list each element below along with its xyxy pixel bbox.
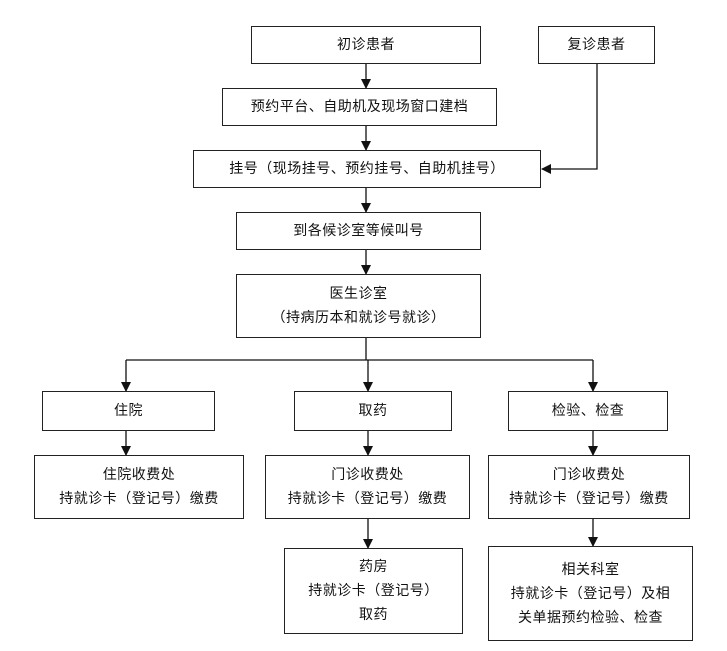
pharmacy-note-1: 持就诊卡（登记号） <box>308 583 439 599</box>
registration-profile-box: 预约平台、自助机及现场窗口建档 <box>222 88 497 126</box>
inpatient-label: 住院 <box>114 403 143 419</box>
department-note-1: 持就诊卡（登记号）及相 <box>510 585 671 602</box>
doctor-room-box: 医生诊室 （持病历本和就诊号就诊） <box>236 274 481 338</box>
department-box: 相关科室 持就诊卡（登记号）及相 关单据预约检验、检查 <box>488 546 693 641</box>
pharmacy-note-2: 取药 <box>359 607 388 623</box>
medicine-payment-title: 门诊收费处 <box>331 467 404 483</box>
exam-payment-title: 门诊收费处 <box>552 467 626 483</box>
inpatient-box: 住院 <box>42 391 215 431</box>
medicine-label: 取药 <box>358 403 388 419</box>
wait-call-box: 到各候诊室等候叫号 <box>236 212 481 250</box>
pharmacy-box: 药房 持就诊卡（登记号） 取药 <box>284 548 463 634</box>
inpatient-payment-title: 住院收费处 <box>102 467 176 483</box>
arrow-return-to-register <box>541 64 598 174</box>
inpatient-payment-box: 住院收费处 持就诊卡（登记号）缴费 <box>34 455 244 519</box>
medicine-box: 取药 <box>294 391 452 431</box>
medicine-payment-box: 门诊收费处 持就诊卡（登记号）缴费 <box>265 455 470 519</box>
return-visit-label: 复诊患者 <box>567 37 626 53</box>
exam-label: 检验、检查 <box>551 403 625 419</box>
register-box: 挂号（现场挂号、预约挂号、自助机挂号） <box>193 150 541 188</box>
return-visit-box: 复诊患者 <box>538 26 655 64</box>
department-title: 相关科室 <box>561 561 620 578</box>
medicine-payment-note: 持就诊卡（登记号）缴费 <box>287 491 448 507</box>
first-visit-box: 初诊患者 <box>251 26 481 64</box>
exam-payment-box: 门诊收费处 持就诊卡（登记号）缴费 <box>488 455 690 519</box>
inpatient-payment-note: 持就诊卡（登记号）缴费 <box>59 491 219 507</box>
doctor-room-title: 医生诊室 <box>329 286 388 302</box>
register-label: 挂号（现场挂号、预约挂号、自助机挂号） <box>229 161 505 177</box>
doctor-room-note: （持病历本和就诊号就诊） <box>271 310 446 326</box>
registration-profile-label: 预约平台、自助机及现场窗口建档 <box>250 99 469 115</box>
exam-payment-note: 持就诊卡（登记号）缴费 <box>509 491 669 507</box>
exam-box: 检验、检查 <box>508 391 668 431</box>
department-note-2: 关单据预约检验、检查 <box>518 609 663 626</box>
wait-call-label: 到各候诊室等候叫号 <box>293 223 424 239</box>
first-visit-label: 初诊患者 <box>337 37 395 53</box>
pharmacy-title: 药房 <box>359 559 388 575</box>
